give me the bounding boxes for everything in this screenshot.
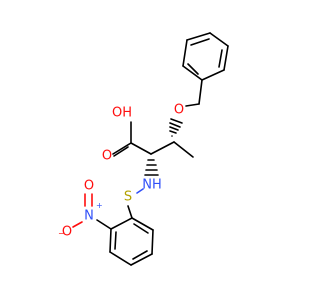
n-s-bond: [136, 188, 144, 194]
nitro-o-single-label: O: [62, 225, 72, 240]
carboxyl-group: [112, 121, 132, 157]
ether-oxygen-label: O: [174, 103, 184, 118]
nitro-n-label: N: [84, 209, 94, 224]
ring-nitro-bond: [96, 219, 112, 230]
nitrophenyl-ring: [109, 217, 154, 266]
threonine-backbone: [130, 141, 194, 158]
amine-nh-label: NH: [142, 178, 162, 193]
structure-canvas: O OH O NH S: [58, 32, 229, 266]
c3-oxygen-hashed-wedge: [169, 118, 183, 137]
nitro-single-bond: [72, 221, 83, 228]
c2-nitrogen-hashed-wedge: [144, 159, 159, 176]
nitro-o-double-label: O: [84, 179, 94, 194]
molecule-structure: O OH O NH S: [58, 32, 229, 266]
carboxyl-o-label: O: [102, 149, 112, 164]
s-ring-bond: [127, 205, 133, 219]
benzyl-linker: [185, 79, 203, 107]
carboxyl-oh-label: OH: [112, 106, 132, 121]
nitro-n-charge: +: [96, 201, 103, 210]
benzyl-ring: [182, 32, 229, 81]
sulfur-label: S: [124, 190, 132, 205]
nitro-o-charge: −: [58, 229, 65, 238]
